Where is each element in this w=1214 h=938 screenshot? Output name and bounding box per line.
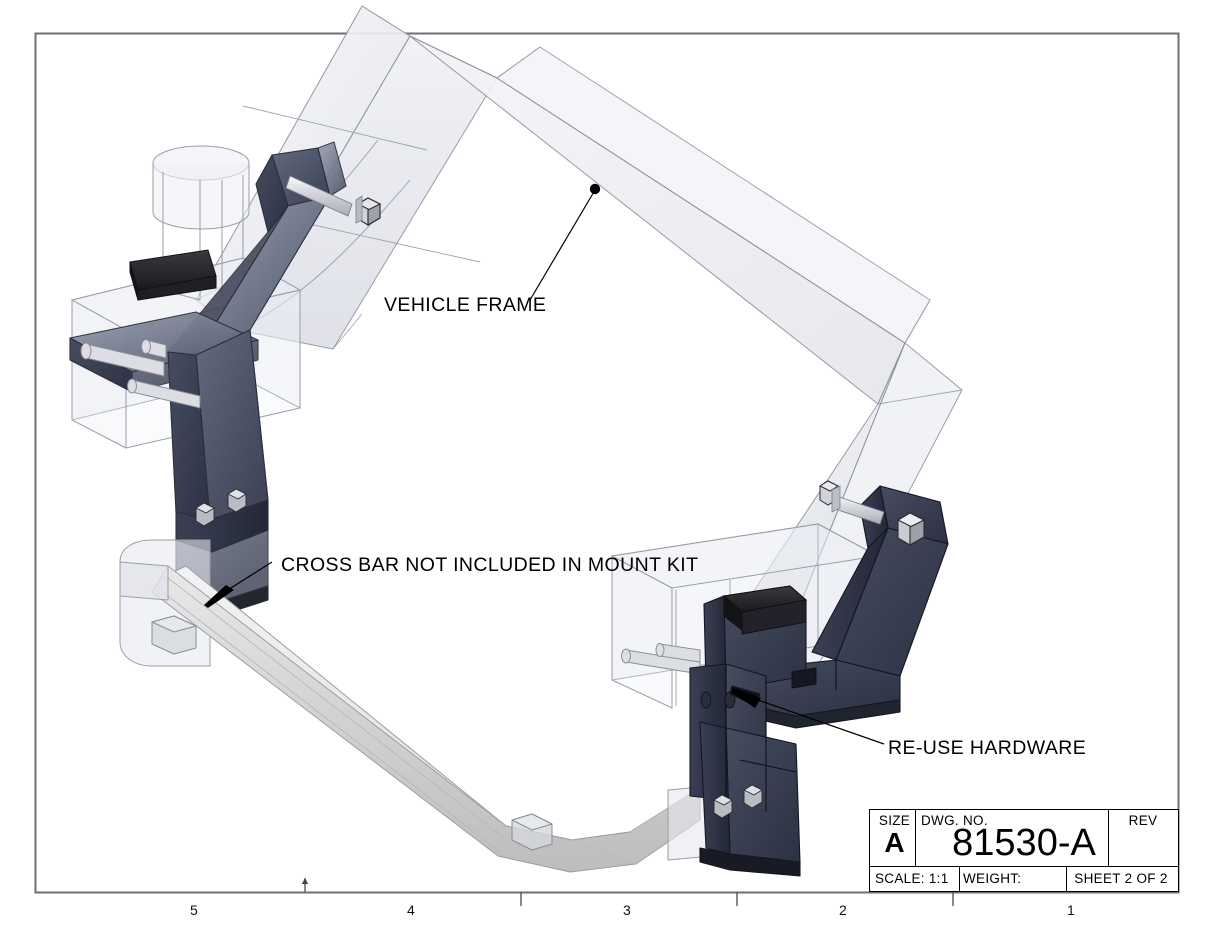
dwg-no-value: 81530-A <box>952 822 1096 864</box>
right-hex-nut <box>896 512 926 546</box>
left-rubber-pad <box>129 249 217 301</box>
left-bolt-hardware <box>285 175 382 226</box>
sheet-value: SHEET 2 OF 2 <box>1074 871 1168 886</box>
title-block: SIZE A DWG. NO. 81530-A REV SCALE: 1:1 W… <box>869 809 1179 892</box>
divider-dwg-rev <box>1108 810 1109 866</box>
right-rubber-pad <box>722 585 808 635</box>
zone-tick-arrow <box>301 878 309 884</box>
left-lower-bolts <box>195 488 247 527</box>
callout-vehicle-frame: VEHICLE FRAME <box>384 294 547 316</box>
size-value: A <box>884 827 905 858</box>
sheet-border <box>34 32 1180 894</box>
leader-vehicle-frame <box>529 189 596 301</box>
cross-bar <box>119 539 713 873</box>
callout-re-use-hardware: RE-USE HARDWARE <box>888 737 1087 759</box>
zone-label-1: 1 <box>1067 902 1075 918</box>
divider-weight-sheet <box>1066 867 1067 891</box>
zone-label-3: 3 <box>623 902 631 918</box>
divider-scale-weight <box>959 867 960 891</box>
frame-cup-detail <box>152 145 250 301</box>
weight-value: WEIGHT: <box>963 871 1022 886</box>
size-label: SIZE <box>878 813 911 828</box>
left-clamp-pins <box>80 339 201 409</box>
leader-arrow-cross-bar <box>204 585 234 608</box>
right-bolt-hardware <box>818 480 885 525</box>
leader-re-use-hardware <box>757 699 885 745</box>
callout-cross-bar: CROSS BAR NOT INCLUDED IN MOUNT KIT <box>281 554 699 576</box>
divider-size-dwg <box>915 810 916 866</box>
title-block-bottom-row: SCALE: 1:1 WEIGHT: SHEET 2 OF 2 <box>870 866 1178 891</box>
scale-value: SCALE: 1:1 <box>875 871 949 886</box>
zone-label-4: 4 <box>407 902 415 918</box>
dwg-no-label: DWG. NO. <box>921 813 988 828</box>
leader-dot-vehicle-frame <box>589 183 601 195</box>
leader-arrow-re-use-hardware <box>731 688 761 708</box>
rev-label: REV <box>1128 813 1158 828</box>
zone-label-2: 2 <box>839 902 847 918</box>
zone-label-5: 5 <box>190 902 198 918</box>
title-block-top-row: SIZE A DWG. NO. 81530-A REV <box>870 810 1178 866</box>
right-mount-bracket <box>689 485 949 877</box>
right-lower-bolts <box>713 784 763 819</box>
